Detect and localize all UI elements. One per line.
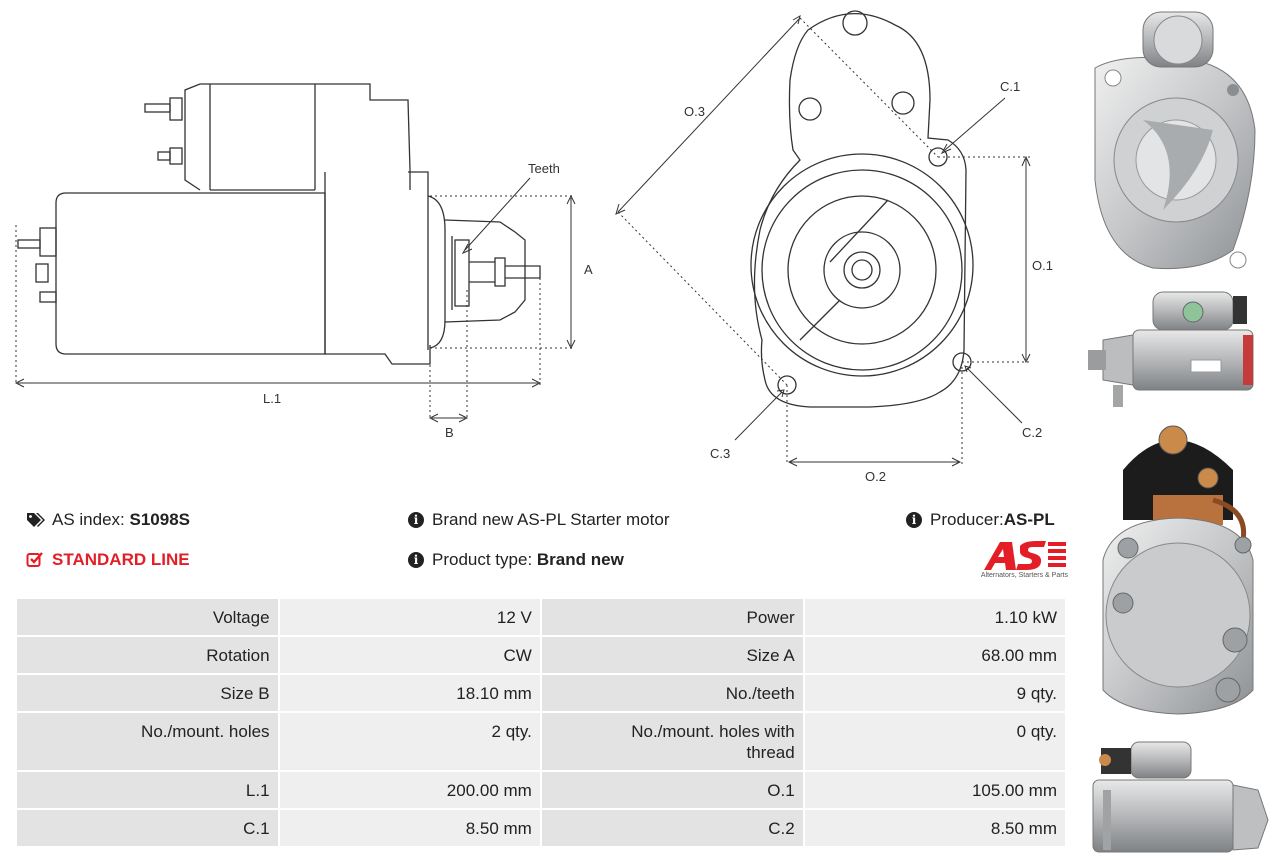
product-type-label: Product type: <box>432 550 533 569</box>
info-icon: i <box>408 552 424 568</box>
checkbox-icon <box>26 551 44 569</box>
as-index-value: S1098S <box>129 510 191 529</box>
info-icon: i <box>408 512 424 528</box>
photo-side-view-2 <box>1092 741 1269 853</box>
product-photos <box>1083 0 1276 860</box>
spec-value: 18.10 mm <box>279 675 540 711</box>
producer-row: i Producer: AS-PL <box>906 510 1055 530</box>
label-l1: L.1 <box>263 391 281 406</box>
spec-label: Voltage <box>17 599 278 635</box>
as-pl-logo <box>962 538 1068 584</box>
label-b: B <box>445 425 454 440</box>
info-icon: i <box>906 512 922 528</box>
label-c2: C.2 <box>1022 425 1042 440</box>
label-c1: C.1 <box>1000 79 1020 94</box>
description-row: i Brand new AS-PL Starter motor <box>408 510 669 530</box>
dimension-drawing-svg: Teeth A L.1 B <box>14 10 1053 484</box>
technical-drawing: Teeth A L.1 B <box>0 0 1080 495</box>
tag-icon <box>26 511 45 529</box>
label-o2: O.2 <box>865 469 886 484</box>
table-row: Size B 18.10 mm No./teeth 9 qty. <box>17 675 1065 711</box>
spec-value: 105.00 mm <box>804 772 1065 808</box>
photo-rear-view <box>1102 425 1254 715</box>
table-row: C.1 8.50 mm C.2 8.50 mm <box>17 810 1065 846</box>
description-text: Brand new AS-PL Starter motor <box>432 510 670 529</box>
spec-label: C.1 <box>17 810 278 846</box>
spec-value: 1.10 kW <box>804 599 1065 635</box>
label-o1: O.1 <box>1032 258 1053 273</box>
spec-label: C.2 <box>541 810 803 846</box>
spec-value: CW <box>279 637 540 673</box>
spec-label: Rotation <box>17 637 278 673</box>
spec-value: 2 qty. <box>279 713 540 770</box>
standard-line-row: STANDARD LINE <box>26 550 190 570</box>
as-index-label: AS index: <box>52 510 125 529</box>
spec-label: Size B <box>17 675 278 711</box>
spec-value: 8.50 mm <box>804 810 1065 846</box>
spec-value: 68.00 mm <box>804 637 1065 673</box>
table-row: L.1 200.00 mm O.1 105.00 mm <box>17 772 1065 808</box>
table-row: Rotation CW Size A 68.00 mm <box>17 637 1065 673</box>
product-type-value: Brand new <box>536 550 624 569</box>
logo-tagline: Alternators, Starters & Parts <box>980 572 1068 579</box>
spec-label: Power <box>541 599 803 635</box>
spec-value: 8.50 mm <box>279 810 540 846</box>
label-o3: O.3 <box>684 104 705 119</box>
spec-value: 0 qty. <box>804 713 1065 770</box>
spec-label: O.1 <box>541 772 803 808</box>
table-row: No./mount. holes 2 qty. No./mount. holes… <box>17 713 1065 770</box>
spec-value: 12 V <box>279 599 540 635</box>
spec-label: No./mount. holes with thread <box>541 713 803 770</box>
label-teeth: Teeth <box>528 161 560 176</box>
label-c3: C.3 <box>710 446 730 461</box>
spec-label: L.1 <box>17 772 278 808</box>
as-index-row: AS index: S1098S <box>26 510 190 530</box>
standard-line-label: STANDARD LINE <box>52 550 190 569</box>
producer-label: Producer: <box>930 510 1004 529</box>
spec-value: 9 qty. <box>804 675 1065 711</box>
producer-value: AS-PL <box>1003 510 1055 529</box>
spec-label: No./mount. holes <box>17 713 278 770</box>
spec-label: Size A <box>541 637 803 673</box>
product-type-row: i Product type: Brand new <box>408 550 624 570</box>
spec-label: No./teeth <box>541 675 803 711</box>
specs-table: Voltage 12 V Power 1.10 kW Rotation CW S… <box>15 597 1067 848</box>
photo-side-view <box>1088 291 1254 407</box>
photo-front-view <box>1094 11 1256 270</box>
table-row: Voltage 12 V Power 1.10 kW <box>17 599 1065 635</box>
label-a: A <box>584 262 593 277</box>
spec-value: 200.00 mm <box>279 772 540 808</box>
